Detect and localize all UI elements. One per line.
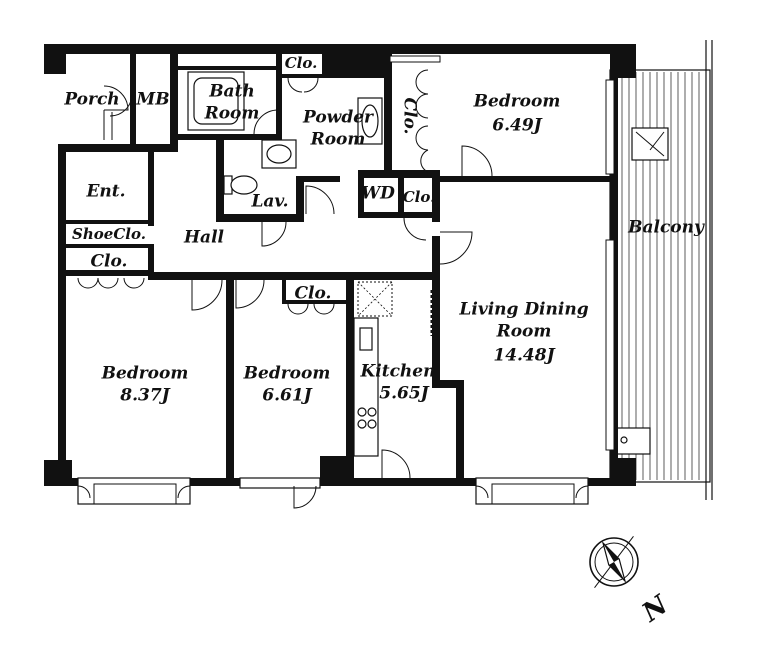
compass-icon [589, 535, 639, 589]
label-ent: Ent. [85, 182, 125, 202]
bathtub [187, 71, 245, 131]
label-porch: Porch [63, 90, 119, 110]
label-bedroom-s-name: Bedroom [243, 364, 331, 384]
label-clo-wd: Clo. [403, 188, 436, 206]
label-clo-top: Clo. [285, 54, 318, 72]
label-bedroom-sw-size: 8.37J [119, 386, 170, 406]
label-ldr-size: 14.48J [493, 346, 555, 366]
kitchen-counter [353, 317, 379, 457]
windows [77, 55, 615, 505]
label-bedroom-s-size: 6.61J [262, 386, 312, 406]
label-bath-line2: Room [204, 104, 260, 124]
label-kitchen-name: Kitchen [360, 362, 436, 382]
label-lav: Lav. [250, 192, 288, 212]
toilet [223, 175, 258, 195]
balcony-drain [615, 427, 651, 455]
label-bedroom-ne-size: 6.49J [492, 116, 542, 136]
lav-sink [261, 139, 297, 169]
label-clo-left: Clo. [91, 252, 128, 272]
doors [77, 69, 589, 509]
label-powder-line2: Room [310, 130, 366, 150]
interior-walls [58, 54, 618, 486]
label-powder-line1: Powder [302, 108, 374, 128]
label-clo-mid: Clo. [295, 284, 332, 304]
label-bedroom-sw-name: Bedroom [101, 364, 189, 384]
label-mb: MB [135, 90, 169, 110]
powder-sink [357, 97, 383, 145]
label-wd: WD [361, 184, 395, 204]
label-kitchen-size: 5.65J [379, 384, 429, 404]
label-bath-line1: Bath [208, 82, 255, 102]
label-clo-vertical: Clo. [400, 98, 420, 135]
label-bedroom-ne-name: Bedroom [473, 92, 561, 112]
outdoor-unit [631, 127, 669, 161]
compass-north-label: N [636, 589, 675, 628]
room-labels: Porch MB Bath Room Clo. Powder Room Clo.… [63, 54, 705, 406]
label-ldr-line2: Room [496, 322, 552, 342]
label-balcony: Balcony [627, 218, 705, 238]
label-ldr-line1: Living Dining [458, 300, 588, 320]
fridge-space [357, 281, 393, 317]
fixtures [187, 71, 434, 457]
balcony-area [609, 40, 713, 500]
label-shoe-clo: ShoeClo. [72, 225, 146, 243]
label-hall: Hall [183, 228, 225, 248]
